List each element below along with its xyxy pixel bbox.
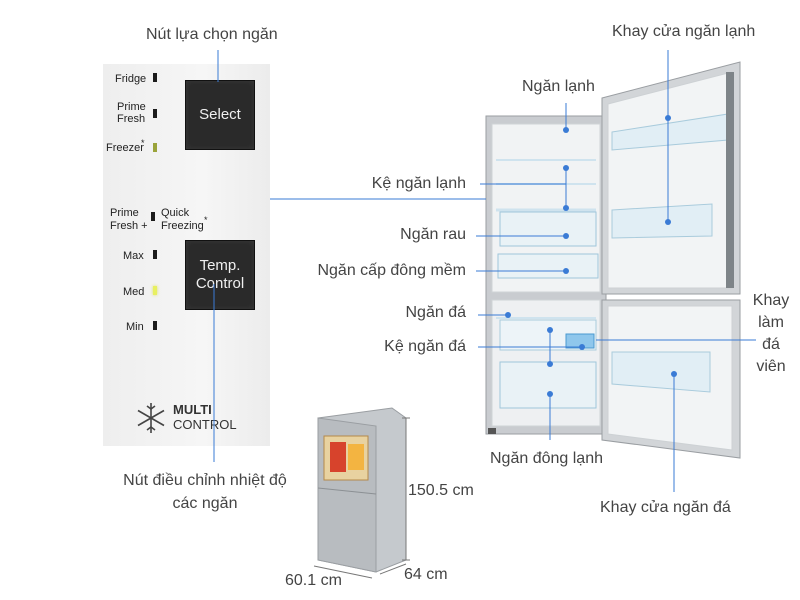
- door-shelf-freezer-label: Khay cửa ngăn đá: [600, 499, 731, 516]
- temp-button-caption-2: các ngăn: [172, 495, 238, 512]
- max-led: [153, 250, 157, 259]
- ice-tray-label-2: làm: [758, 314, 784, 331]
- temp-control-button[interactable]: Temp. Control: [185, 240, 255, 310]
- temp-button-caption-1: Nút điều chỉnh nhiệt độ: [123, 472, 287, 489]
- ice-shelf-label: Kệ ngăn đá: [384, 338, 466, 355]
- freezer-label: Freezer: [106, 142, 144, 154]
- vegetable-label: Ngăn rau: [400, 226, 466, 243]
- quick-freezing-label-2: Freezing: [161, 220, 204, 232]
- prime-fresh-label-1: Prime: [117, 101, 146, 113]
- med-led: [153, 286, 157, 295]
- leader-dots: [505, 115, 677, 397]
- prime-fresh-plus-label-2: Fresh +: [110, 220, 148, 232]
- door-shelf-fridge-label: Khay cửa ngăn lạnh: [612, 23, 756, 40]
- ice-tray-label-4: viên: [756, 358, 786, 375]
- prime-fresh-plus-led: [151, 212, 155, 221]
- closed-fridge-illustration: [317, 407, 407, 573]
- multi-label: MULTI: [173, 402, 212, 417]
- open-fridge-illustration: [485, 61, 741, 459]
- min-led: [153, 321, 157, 330]
- control-panel: Fridge Prime Fresh Freezer * Select Prim…: [103, 64, 270, 446]
- max-label: Max: [123, 250, 144, 262]
- prime-fresh-label-2: Fresh: [117, 113, 146, 125]
- width-dimension: 60.1 cm: [285, 572, 342, 589]
- min-label: Min: [126, 321, 144, 333]
- quick-freezing-star: *: [204, 215, 208, 225]
- freezer-led: [153, 143, 157, 152]
- dimension-lines: [313, 417, 410, 579]
- med-label: Med: [123, 286, 145, 298]
- select-button-label: Select: [199, 106, 241, 123]
- select-button-caption: Nút lựa chọn ngăn: [146, 26, 278, 43]
- ice-tray-label-1: Khay: [752, 292, 790, 309]
- prime-fresh-led: [153, 109, 157, 118]
- soft-freeze-label: Ngăn cấp đông mềm: [317, 262, 466, 279]
- temp-control-label-2: Control: [195, 275, 245, 292]
- freezer-compartment-label: Ngăn đông lạnh: [490, 450, 603, 467]
- ice-tray-label-3: đá: [762, 336, 780, 353]
- depth-dimension: 64 cm: [404, 566, 448, 583]
- leader-lines: [213, 50, 756, 492]
- snowflake-icon: [137, 403, 165, 433]
- quick-freezing-label-1: Quick: [161, 207, 190, 219]
- select-button[interactable]: Select: [185, 80, 255, 150]
- prime-fresh-plus-label-1: Prime: [110, 207, 139, 219]
- height-dimension: 150.5 cm: [408, 482, 474, 499]
- fridge-compartment-label: Ngăn lạnh: [522, 78, 595, 95]
- fridge-led: [153, 73, 157, 82]
- fridge-shelf-label: Kệ ngăn lạnh: [371, 175, 466, 192]
- fridge-label: Fridge: [115, 73, 147, 85]
- ice-compartment-label: Ngăn đá: [405, 304, 467, 321]
- temp-control-label-1: Temp.: [199, 257, 241, 274]
- control-label: CONTROL: [173, 417, 237, 432]
- freezer-star: *: [141, 138, 145, 148]
